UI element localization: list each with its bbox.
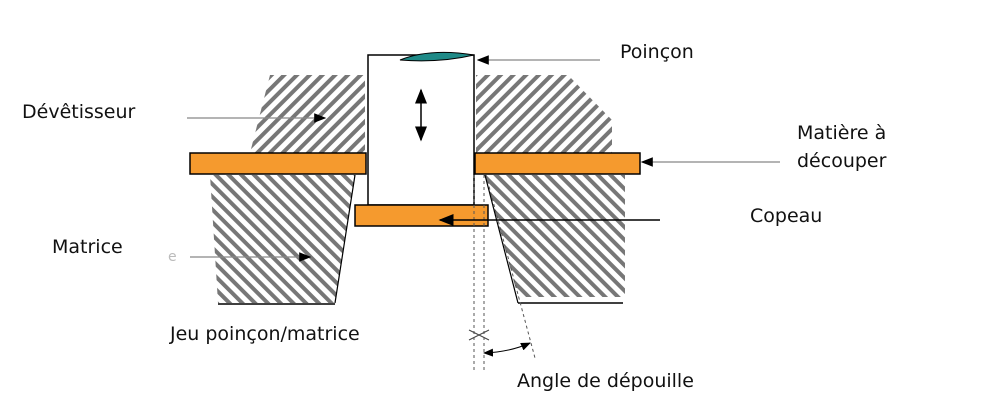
label-copeau: Copeau bbox=[750, 205, 823, 227]
slug bbox=[354, 204, 489, 227]
die-left bbox=[210, 175, 355, 303]
label-matiere-1: Matière à bbox=[797, 122, 887, 144]
label-angle: Angle de dépouille bbox=[517, 370, 694, 392]
stray-char: e bbox=[168, 249, 177, 265]
stripper-right bbox=[476, 75, 612, 153]
label-matiere-2: découper bbox=[797, 150, 887, 172]
stripper-left bbox=[250, 75, 365, 153]
label-poincon: Poinçon bbox=[620, 41, 694, 63]
material-right bbox=[474, 152, 641, 175]
label-jeu: Jeu poinçon/matrice bbox=[170, 323, 360, 345]
punch-tip bbox=[399, 51, 475, 62]
label-devetisseur: Dévêtisseur bbox=[22, 101, 136, 123]
label-matrice: Matrice bbox=[52, 236, 123, 258]
die-right bbox=[485, 175, 625, 297]
material-left bbox=[189, 152, 367, 175]
